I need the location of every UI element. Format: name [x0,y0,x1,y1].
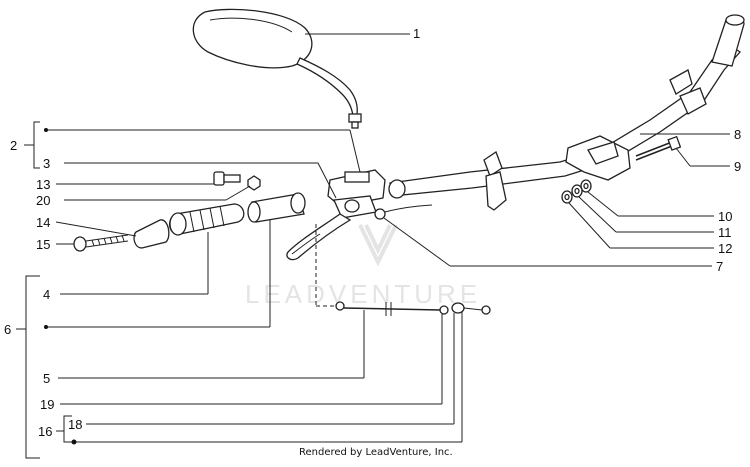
callout-9: 9 [734,159,741,174]
callout-18: 18 [68,417,82,432]
screw-part-13 [213,171,261,191]
callout-12: 12 [718,241,732,256]
callout-8: 8 [734,127,741,142]
callout-6: 6 [4,322,11,337]
callout-19: 19 [40,397,54,412]
watermark: LEADVENTURE [245,224,481,309]
cables-part [315,224,491,316]
callout-dots [44,128,77,445]
mirror-part [192,8,362,129]
callout-16: 16 [38,424,52,439]
callout-7: 7 [716,259,723,274]
grip-cap-part [133,219,170,249]
callout-labels: 1 2 3 4 5 6 7 8 9 10 11 12 13 14 15 16 1… [4,26,741,439]
bolt-part-9 [635,135,682,161]
callout-2: 2 [10,138,17,153]
callout-13: 13 [36,177,50,192]
handlebar-part [388,14,745,211]
leader-lines [16,33,730,459]
long-screw-part [73,234,129,252]
callout-3: 3 [43,156,50,171]
washers-part [561,179,592,204]
callout-1: 1 [413,26,420,41]
callout-14: 14 [36,215,50,230]
watermark-text: LEADVENTURE [245,279,481,309]
left-grip-part [169,203,245,236]
callout-11: 11 [718,225,732,240]
callout-5: 5 [43,371,50,386]
callout-20: 20 [36,193,50,208]
callout-4: 4 [43,287,50,302]
render-credit: Rendered by LeadVenture, Inc. [299,447,453,458]
callout-10: 10 [718,209,732,224]
callout-15: 15 [36,237,50,252]
throttle-tube-part [247,192,306,223]
brake-lever-assembly [286,169,433,261]
